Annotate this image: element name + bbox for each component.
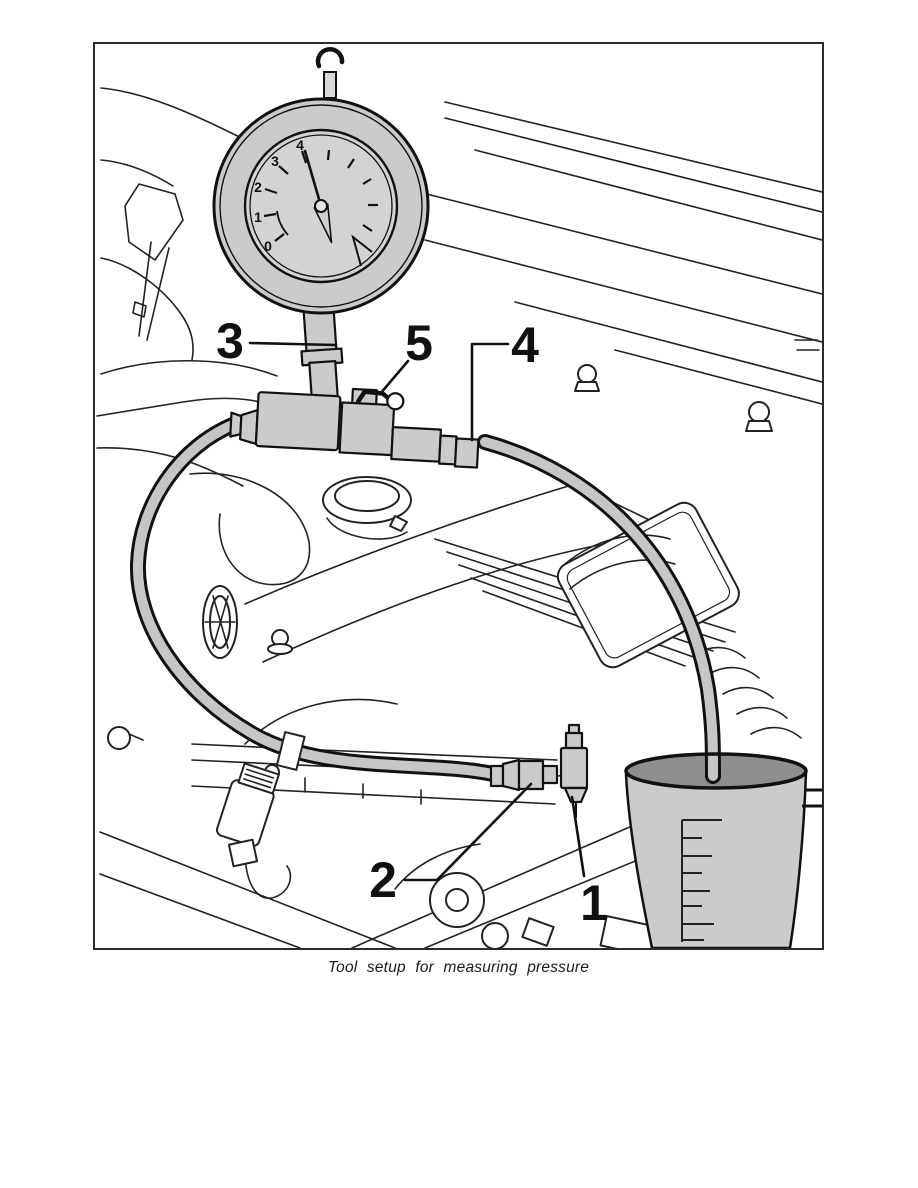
callout-label-5: 5	[405, 315, 433, 371]
engine-illustration: 0 1 2 3 4	[96, 47, 822, 948]
callout-5-leader	[378, 359, 410, 396]
figure-frame: 0 1 2 3 4	[93, 42, 824, 950]
bleed-valve-knob	[386, 392, 405, 411]
gauge-needle	[303, 149, 333, 244]
callout-2-leader	[403, 782, 533, 882]
callout-4-leader	[470, 342, 510, 442]
cup-graduations	[681, 819, 722, 942]
left-hose	[129, 416, 501, 782]
callout-label-3: 3	[216, 313, 244, 369]
cup-handle-tabs	[802, 788, 822, 808]
gauge-dial-number-0: 0	[264, 238, 272, 254]
gauge-hanger-ring	[315, 47, 345, 99]
fuel-rail-adapter	[489, 758, 559, 792]
gauge-ticks	[263, 149, 378, 242]
outlet-coupling	[390, 426, 480, 469]
t-block	[254, 391, 342, 452]
callout-label-1: 1	[580, 875, 608, 931]
t-fitting-assembly	[229, 387, 480, 469]
engine-bay-line-art	[96, 87, 822, 948]
gauge-stop-notch	[351, 234, 373, 267]
gauge-dial-number-1: 1	[254, 209, 262, 225]
figure-caption: Tool setup for measuring pressure	[327, 959, 590, 976]
gauge-dial-numbers: 0 1 2 3 4	[254, 137, 304, 254]
gauge-dial-number-4: 4	[296, 137, 304, 153]
cup-rim	[624, 752, 808, 790]
bleed-valve	[338, 387, 405, 457]
gauge-dial-number-2: 2	[254, 179, 262, 195]
right-hose	[477, 434, 721, 784]
gauge-scale-arc	[276, 210, 289, 236]
pressure-gauge: 0 1 2 3 4	[212, 97, 430, 315]
gauge-dial-number-3: 3	[271, 153, 279, 169]
callout-1-leader	[570, 795, 586, 878]
hose-clamp	[275, 731, 306, 771]
callout-3-leader	[248, 341, 337, 347]
callouts: 3 5 4 2 1	[216, 313, 608, 931]
gauge-stem	[300, 303, 344, 408]
callout-label-4: 4	[511, 317, 539, 373]
callout-label-2: 2	[369, 852, 397, 908]
cup-body	[624, 770, 808, 948]
